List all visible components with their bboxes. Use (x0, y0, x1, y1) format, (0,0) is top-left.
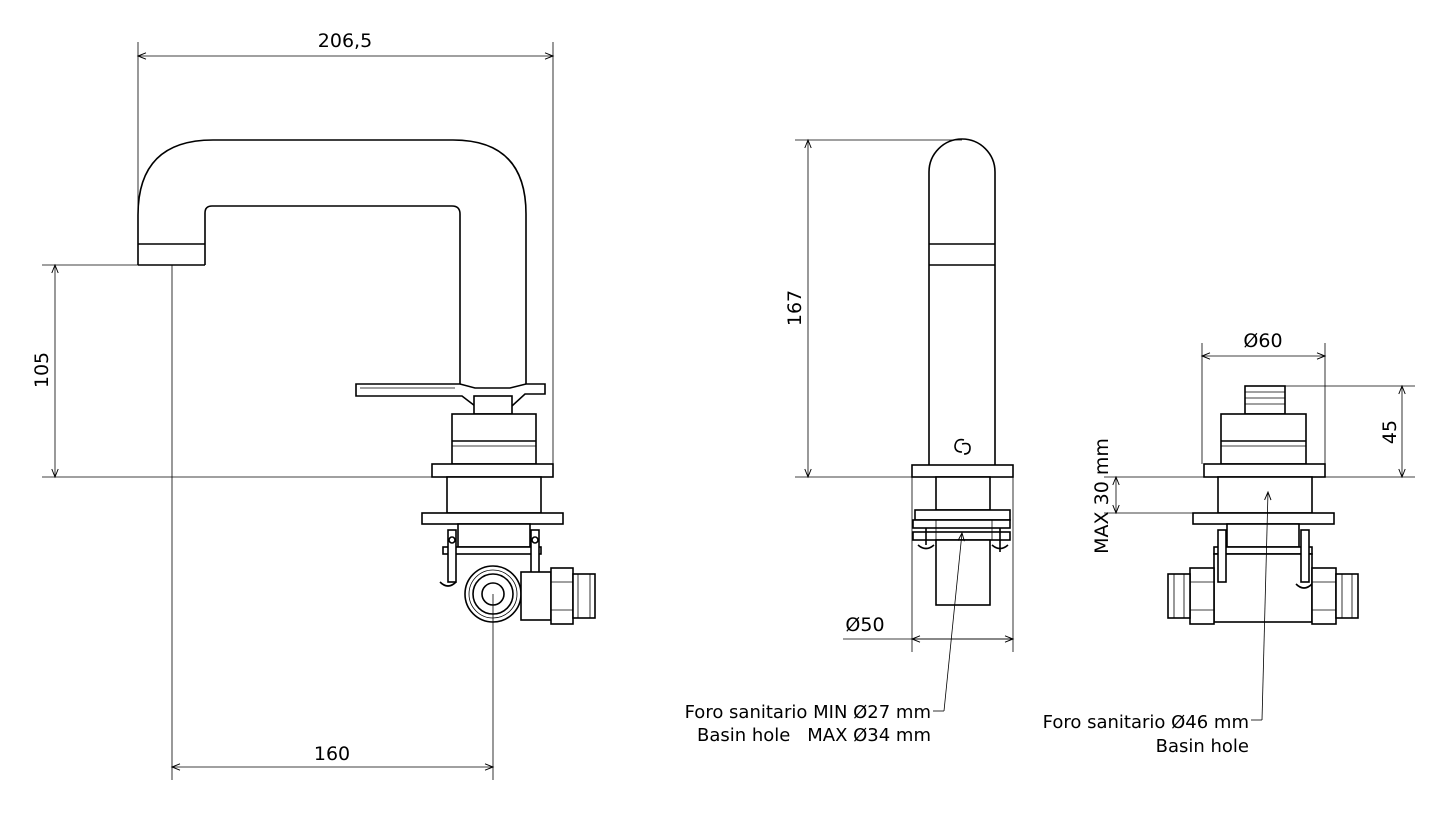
valve-view: Ø60 45 MAX 30 mm Foro sanitario Ø46 mm B… (1043, 330, 1415, 757)
spout-outline (137, 139, 527, 384)
dim-height-45: 45 (1379, 420, 1401, 444)
dim-height-105: 105 (31, 352, 53, 388)
note-mixer-hole-line2a: Basin hole (697, 725, 790, 746)
side-inlet-fitting (464, 565, 596, 625)
dim-width-206-5: 206,5 (318, 30, 372, 52)
dim-diameter-60: Ø60 (1243, 330, 1282, 352)
note-mixer-hole-line1: Foro sanitario MIN Ø27 mm (685, 702, 931, 723)
note-mixer-hole-line2b: MAX Ø34 mm (807, 725, 931, 746)
note-valve-hole-line1: Foro sanitario Ø46 mm (1043, 712, 1249, 733)
brand-logo-icon (954, 438, 971, 455)
note-valve-hole-line2: Basin hole (1156, 736, 1249, 757)
mixer-body (451, 413, 537, 465)
lever-handle (355, 383, 546, 407)
front-view: 167 Ø50 Foro sanitario MIN Ø27 mm Basin … (685, 138, 1015, 746)
valve-stem (1244, 385, 1286, 415)
base-flange (431, 463, 554, 478)
dim-max-thickness: MAX 30 mm (1091, 438, 1113, 554)
dim-offset-160: 160 (314, 743, 350, 765)
side-view: 206,5 105 160 (31, 30, 596, 780)
dim-height-167: 167 (784, 290, 806, 326)
dim-diameter-50: Ø50 (845, 614, 884, 636)
spout-front-outline (928, 138, 996, 465)
